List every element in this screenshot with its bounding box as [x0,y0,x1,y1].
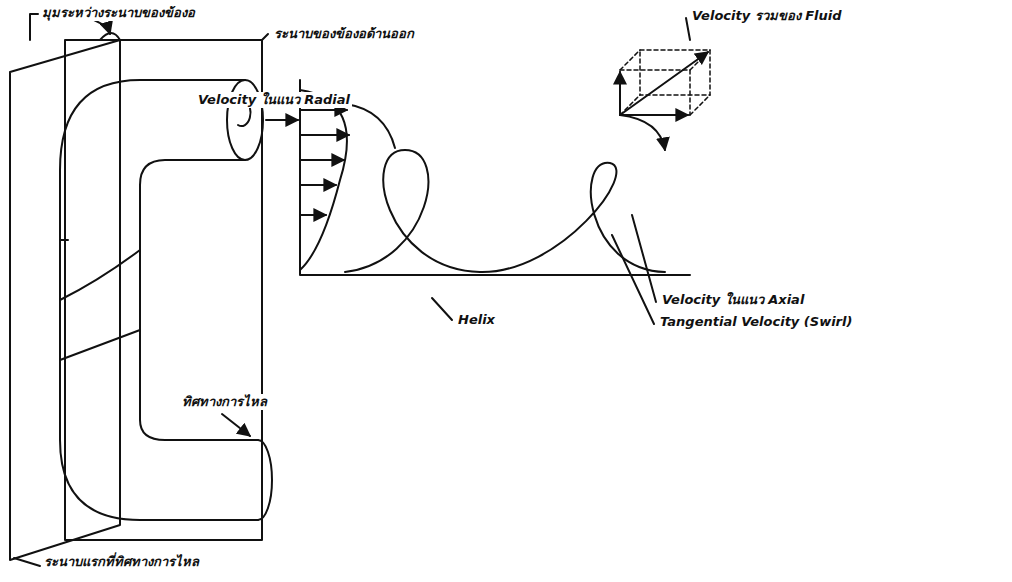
vector-box [620,50,710,115]
pipe-outer-wall [60,80,258,520]
callout-label: มุมระหว่างระนาบของข้องอ [40,5,197,21]
total-velocity-vector [620,52,708,115]
leader-line [14,558,40,566]
helix [345,150,665,272]
leader-line [612,235,654,324]
callout-label: ระนาบของข้องอด้านออก [272,26,416,42]
tick [60,239,68,241]
callout-label: Velocity รวมของ Fluid [690,8,844,24]
callout-label: Velocity ในแนว Axial [660,292,806,308]
outlet-plane [65,40,262,540]
velocity-profile [300,90,347,270]
axial-vector [620,114,688,116]
velocity-vector [300,134,349,136]
callout-label: Tangential Velocity (Swirl) [658,314,854,330]
callout-label: ระนาบแรกที่ทิศทางการไหล [42,554,201,570]
leader-line [632,215,656,302]
callout-label: ทิศทางการไหล [180,394,269,410]
velocity-vector [300,214,326,216]
radial-vector [619,72,621,115]
pipe-section-line [60,330,140,360]
axis [300,80,690,275]
leader-line [346,104,395,148]
velocity-vector [300,184,336,186]
leader-line [30,14,38,40]
pipe-section-line [60,250,140,300]
leader-line [432,298,452,320]
tangential-vector [620,115,665,150]
callout-label: Velocity ในแนว Radial [196,92,352,108]
velocity-vector [300,109,347,111]
flow-direction-arrow [222,414,250,436]
leader-line [262,34,268,40]
pipe-inlet [258,440,272,520]
vector-box [640,50,710,95]
flow-arrow [266,119,298,121]
callout-label: Helix [456,312,497,328]
velocity-vector [300,159,344,161]
